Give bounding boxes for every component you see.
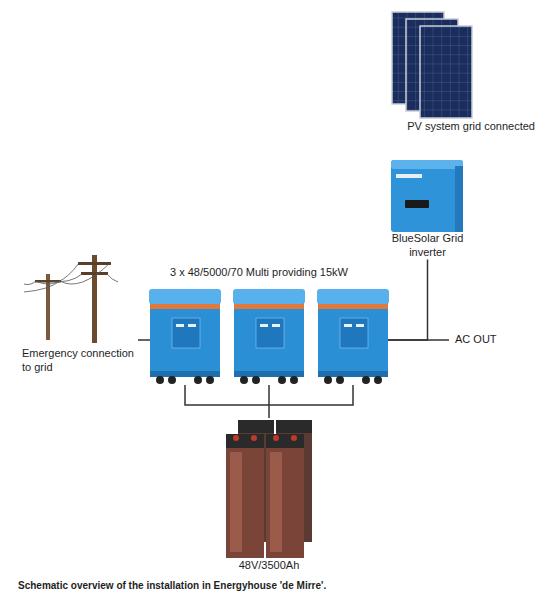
multi-led	[356, 324, 364, 327]
node-label: Emergency connection to grid	[22, 347, 138, 375]
solar-panels	[392, 12, 472, 118]
battery-bank: 48V/3500Ah	[219, 418, 319, 573]
multi-panel	[256, 318, 284, 348]
node-label: 3 x 48/5000/70 Multi providing 15kW	[150, 262, 388, 280]
multi-group: 3 x 48/5000/70 Multi providing 15kW	[150, 262, 388, 385]
battery-bank	[226, 420, 312, 558]
pole	[92, 255, 97, 343]
multi-body	[318, 292, 388, 374]
node-label: PV system grid connected	[395, 120, 535, 134]
grid-inverter: BlueSolar Grid inverter	[385, 158, 470, 260]
multi-body	[234, 292, 304, 374]
battery-terminal	[291, 435, 297, 441]
cable-gland	[324, 376, 332, 384]
inverter-side	[455, 166, 463, 232]
battery-plate	[270, 452, 282, 552]
multi-panel	[340, 318, 368, 348]
cable-gland	[374, 376, 382, 384]
crossbar	[81, 272, 108, 275]
inverter-lid	[391, 160, 463, 169]
cable-gland	[336, 376, 344, 384]
battery-terminal	[251, 435, 257, 441]
multi-stripe	[150, 304, 220, 309]
battery-cap	[238, 420, 274, 433]
cable-gland	[278, 376, 286, 384]
multi-panel	[172, 318, 200, 348]
cable-gland	[362, 376, 370, 384]
battery-terminal	[273, 435, 279, 441]
cable-gland	[290, 376, 298, 384]
battery-plate	[230, 452, 242, 552]
multi-led	[260, 324, 268, 327]
inverter-display	[405, 200, 429, 208]
node-label: BlueSolar Grid inverter	[385, 232, 470, 260]
battery-cap	[276, 420, 312, 433]
inverter-body	[391, 160, 463, 232]
node-label: 48V/3500Ah	[219, 559, 319, 573]
cable-gland	[194, 376, 202, 384]
multi-body	[150, 292, 220, 374]
cable-gland	[156, 376, 164, 384]
multi-units	[149, 289, 389, 384]
multi-unit	[149, 289, 221, 384]
inverter-picture	[391, 160, 463, 232]
battery-cell	[226, 434, 264, 558]
figure-caption: Schematic overview of the installation i…	[18, 580, 326, 591]
grid-connection: Emergency connection to grid	[22, 250, 138, 375]
multi-lid	[233, 289, 305, 304]
power-wire	[24, 263, 118, 292]
multi-stripe	[318, 304, 388, 309]
multi-led	[272, 324, 280, 327]
wire	[388, 260, 428, 341]
multi-lid	[317, 289, 389, 304]
wire	[268, 385, 270, 418]
battery-terminal	[233, 435, 239, 441]
cable-gland	[252, 376, 260, 384]
multi-led	[188, 324, 196, 327]
solar-panel	[420, 26, 472, 118]
battery-cap	[266, 434, 304, 448]
battery-cell	[266, 434, 304, 558]
utility-pole	[24, 255, 118, 343]
multi-led	[176, 324, 184, 327]
inverter-badge	[396, 174, 422, 178]
pv-array: PV system grid connected	[395, 8, 535, 134]
cable-gland	[206, 376, 214, 384]
cable-gland	[168, 376, 176, 384]
battery-cap	[226, 434, 264, 448]
multi-lid	[149, 289, 221, 304]
multi-unit	[317, 289, 389, 384]
wire	[138, 339, 150, 341]
terminal-label: AC OUT	[455, 333, 497, 347]
crossbar	[78, 262, 111, 265]
multi-stripe	[234, 304, 304, 309]
multi-unit	[233, 289, 305, 384]
cable-gland	[240, 376, 248, 384]
multi-led	[344, 324, 352, 327]
